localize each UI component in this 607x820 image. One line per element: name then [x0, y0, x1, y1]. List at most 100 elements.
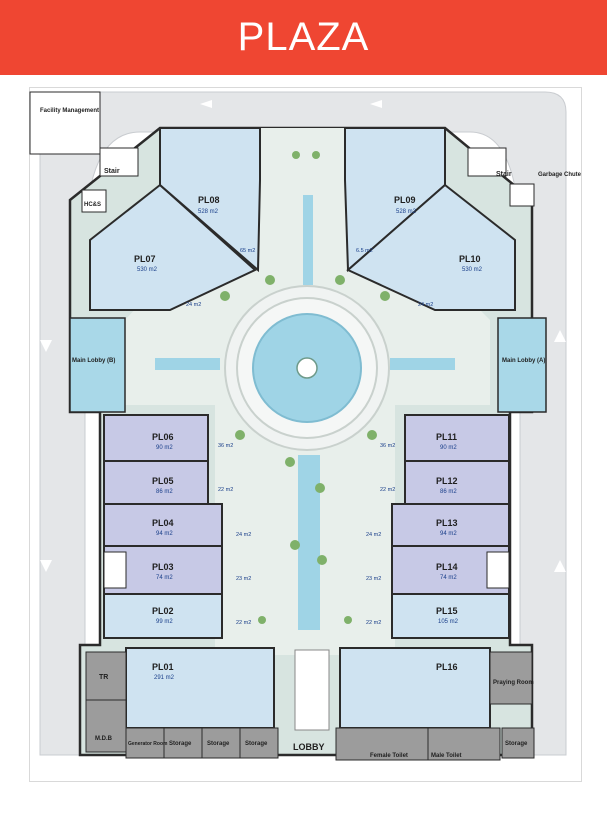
unit-pl16[interactable]	[339, 647, 491, 729]
unit-label: PL04	[152, 518, 174, 528]
unit-area: 530 m2	[137, 267, 158, 273]
water-channel-top	[303, 195, 313, 285]
stair-right	[467, 147, 507, 177]
female-toilet-label: Female Toilet	[370, 753, 408, 759]
water-channel-bottom	[298, 455, 320, 630]
mdb-label: M.D.B	[95, 736, 113, 742]
unit-area: 86 m2	[156, 489, 173, 495]
facility-management	[29, 91, 101, 155]
page-header: PLAZA	[0, 0, 607, 75]
page-title: PLAZA	[237, 15, 370, 59]
lobby-b-label: Main Lobby (B)	[72, 358, 115, 364]
unit-area: 86 m2	[440, 489, 457, 495]
unit-area: 90 m2	[440, 445, 457, 451]
terrace-area: 23 m2	[236, 576, 251, 582]
fountain-center	[296, 357, 318, 379]
unit-area: 74 m2	[440, 575, 457, 581]
unit-pl13[interactable]	[391, 503, 510, 547]
lobby-a-label: Main Lobby (A)	[502, 358, 545, 364]
facility-label: Facility Management	[40, 108, 99, 114]
stair-label: Stair	[496, 171, 512, 178]
stair-pl14	[486, 551, 510, 589]
unit-pl04[interactable]	[103, 503, 223, 547]
unit-area: 94 m2	[440, 531, 457, 537]
tr-label: TR	[99, 674, 108, 681]
unit-pl08[interactable]	[159, 127, 261, 273]
main-lobby-a[interactable]	[497, 317, 547, 413]
unit-label: PL01	[152, 662, 174, 672]
unit-label: PL08	[198, 195, 220, 205]
terrace-area: 6.5 m2	[356, 248, 373, 254]
storage-label: Storage	[207, 741, 230, 747]
mdb-room	[85, 699, 127, 753]
lobby-label: LOBBY	[293, 742, 325, 752]
unit-pl01[interactable]	[125, 647, 275, 729]
unit-pl06[interactable]	[103, 414, 209, 462]
main-lobby-b[interactable]	[69, 317, 126, 413]
storage-label: Storage	[169, 741, 192, 747]
unit-label: PL07	[134, 254, 156, 264]
hcs-label: HC&S	[84, 202, 101, 208]
terrace-area: 22 m2	[380, 487, 395, 493]
tr-room	[85, 651, 127, 701]
unit-label: PL10	[459, 254, 481, 264]
terrace-area: 24 m2	[186, 302, 201, 308]
unit-pl11[interactable]	[404, 414, 510, 462]
unit-label: PL05	[152, 476, 174, 486]
unit-label: PL12	[436, 476, 458, 486]
generator-label: Generator Room	[128, 741, 168, 747]
escalator	[294, 649, 330, 731]
unit-label: PL06	[152, 432, 174, 442]
unit-pl10[interactable]	[346, 183, 516, 311]
hcs-room	[81, 189, 107, 213]
unit-pl15[interactable]	[391, 593, 510, 639]
unit-area: 99 m2	[156, 619, 173, 625]
female-toilet	[335, 727, 429, 761]
unit-area: 74 m2	[156, 575, 173, 581]
storage-label: Storage	[505, 741, 528, 747]
terrace-area: 24 m2	[418, 302, 433, 308]
unit-area: 291 m2	[154, 675, 175, 681]
stair-label: Stair	[104, 168, 120, 175]
driveway-arrows	[40, 100, 566, 572]
terrace-area: 24 m2	[236, 532, 251, 538]
unit-area: 530 m2	[462, 267, 483, 273]
unit-label: PL15	[436, 606, 458, 616]
praying-room	[489, 651, 533, 705]
facility-label-text: Facility Management	[40, 108, 99, 114]
unit-area: 528 m2	[198, 209, 219, 215]
terrace-area: 22 m2	[218, 487, 233, 493]
terrace-area: 23 m2	[366, 576, 381, 582]
unit-pl02[interactable]	[103, 593, 223, 639]
storage-label: Storage	[245, 741, 268, 747]
generator-room	[125, 727, 165, 759]
terrace-area: 24 m2	[366, 532, 381, 538]
unit-label: PL13	[436, 518, 458, 528]
male-toilet	[427, 727, 501, 761]
unit-label: PL14	[436, 562, 458, 572]
unit-area: 105 m2	[438, 619, 459, 625]
unit-label: PL09	[394, 195, 416, 205]
unit-label: PL03	[152, 562, 174, 572]
unit-label: PL16	[436, 662, 458, 672]
male-toilet-label: Male Toilet	[431, 753, 462, 759]
stair-left	[99, 147, 139, 177]
unit-pl05[interactable]	[103, 460, 209, 505]
unit-pl07[interactable]	[89, 183, 257, 311]
storage-4	[501, 727, 535, 759]
unit-label: PL02	[152, 606, 174, 616]
praying-label: Praying Room	[493, 680, 534, 686]
unit-label: PL11	[436, 432, 457, 442]
terrace-area: 22 m2	[366, 620, 381, 626]
unit-area: 94 m2	[156, 531, 173, 537]
unit-area: 90 m2	[156, 445, 173, 451]
water-channel-left	[155, 358, 220, 370]
terrace-area: 22 m2	[236, 620, 251, 626]
stair-pl03	[103, 551, 127, 589]
unit-area: 528 m2	[396, 209, 417, 215]
water-channel-right	[390, 358, 455, 370]
trees	[220, 151, 390, 624]
garbage-label: Garbage Chute	[538, 172, 582, 178]
terrace-area: 36 m2	[380, 443, 395, 449]
